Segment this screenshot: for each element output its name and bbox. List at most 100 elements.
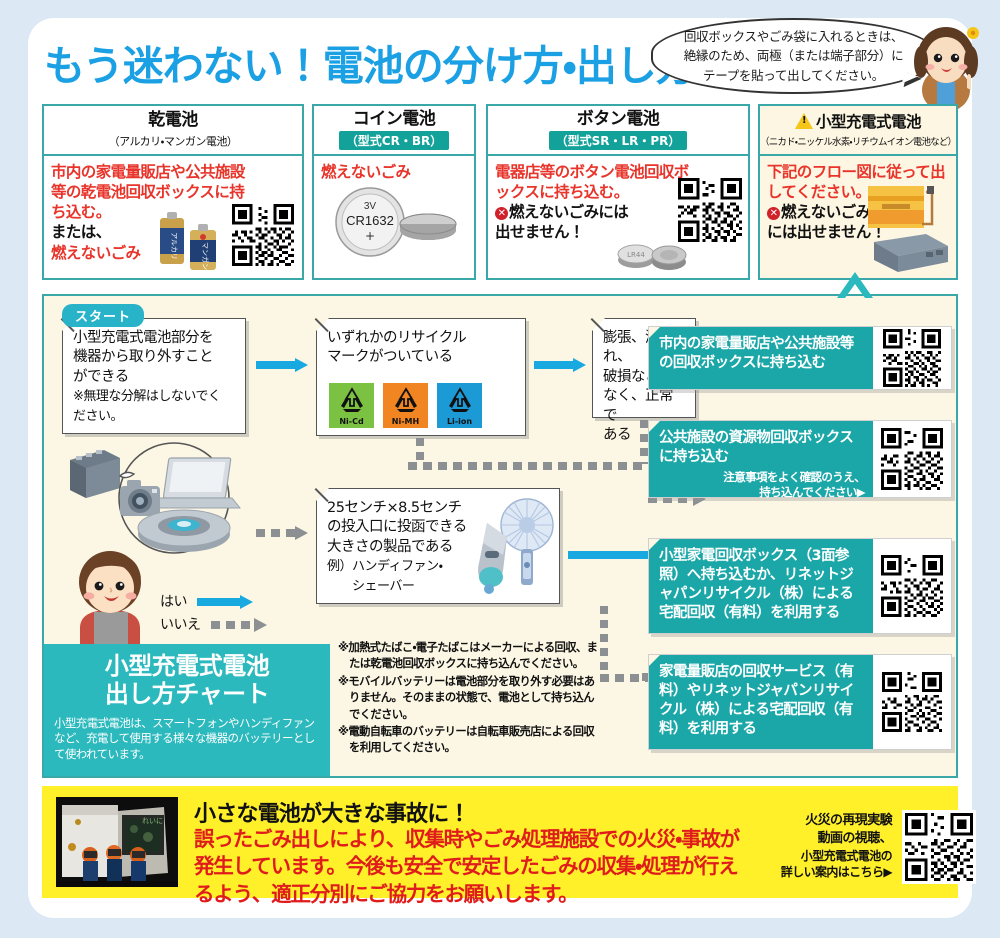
legend-no-label: いいえ: [160, 617, 201, 634]
card-button-battery-body: 電器店等のボタン電池回収ボックスに持ち込む。 ✕燃えないごみには 出せません！ …: [488, 156, 748, 280]
svg-text:+: +: [365, 229, 375, 243]
warning-qr-caption-line4: 詳しい案内はこちら▶: [780, 865, 893, 880]
legend-no-row: いいえ: [160, 615, 267, 635]
recycle-mark-li-ion: Li-ion: [437, 383, 482, 428]
card-button-battery-type-badge: （型式SR・LR・PR）: [548, 131, 688, 151]
rechargeable-battery-pack-icon: [868, 186, 948, 272]
svg-text:れいに: れいに: [142, 817, 163, 825]
start-badge: スタート: [62, 304, 145, 327]
girl-character-illustration: [914, 27, 979, 110]
card-coin-battery-title: コイン電池: [352, 108, 436, 129]
flow-note-3: ※電動自転車のバッテリーは自転車販売店による回収を利用してください。: [338, 724, 595, 755]
flow-notes: ※加熱式たばこ・電子たばこはメーカーによる回収、または乾電池回収ボックスに持ち込…: [338, 640, 600, 758]
dash-horizontal-size-to-result4: [600, 674, 652, 682]
warning-qr-code[interactable]: [905, 813, 973, 881]
flow-box-start-text: 小型充電式電池部分を機器から取り外すことができる ※無理な分解はしないでください…: [73, 330, 221, 424]
flow-note-2: ※モバイルバッテリーは電池部分を取り外す必要はありません。そのままの状態で、電池…: [338, 674, 595, 721]
card-rechargeable-battery: 小型充電式電池 （ニカド・ニッケル水素・リチウムイオン電池など） 下記のフロー図…: [758, 104, 958, 280]
flow-note-1: ※加熱式たばこ・電子たばこはメーカーによる回収、または乾電池回収ボックスに持ち込…: [338, 641, 598, 671]
card-dry-battery-head: 乾電池 （アルカリ・マンガン電池）: [44, 106, 302, 156]
x-mark-icon-2: ✕: [767, 207, 780, 221]
dry-cell-batteries-icon: アルカリ マンガン: [160, 212, 216, 270]
card-dry-battery-qr-code[interactable]: [232, 204, 294, 266]
top-notch-decoration: [0, 0, 470, 22]
dash-vertical-size-to-result4: [600, 606, 608, 678]
arrow-start-to-size: [256, 526, 308, 540]
card-button-battery-title: ボタン電池: [576, 108, 660, 129]
result-box-1-text: 市内の家電量販店や公共施設等の回収ボックスに持ち込む: [649, 327, 873, 389]
arrow-recycle-to-condition: [534, 358, 586, 372]
dash-vertical-condition: [640, 420, 648, 464]
dash-vertical-recycle: [416, 438, 424, 464]
result-box-3-text: 小型家電回収ボックス（3面参照）へ持ち込むか、リネットジャパンリサイクル（株）に…: [649, 539, 873, 633]
card-dry-battery-text: 市内の家電量販店や公共施設等の乾電池回収ボックスに持ち込む。または、燃えないごみ: [51, 163, 245, 262]
card-to-flow-connector-arrow: [837, 272, 873, 298]
card-dry-battery: 乾電池 （アルカリ・マンガン電池） 市内の家電量販店や公共施設等の乾電池回収ボッ…: [42, 104, 304, 280]
result-box-4[interactable]: 家電量販店の回収サービス（有料）やリネットジャパンリサイクル（株）による宅配回収…: [648, 654, 952, 750]
handy-fan-shaver-icon: [478, 498, 554, 594]
result-box-2-qr-code[interactable]: [881, 428, 943, 490]
warning-title: 小さな電池が大きな事故に！: [194, 802, 470, 827]
result-box-3[interactable]: 小型家電回収ボックス（3面参照）へ持ち込むか、リネットジャパンリサイクル（株）に…: [648, 538, 952, 634]
result-box-2-qr-wrap[interactable]: [873, 421, 951, 497]
card-coin-battery-head: コイン電池 （型式CR・BR）: [314, 106, 474, 156]
result-box-3-qr-code[interactable]: [881, 555, 943, 617]
warning-banner: れいに 小さな電池が大きな事故に！ 誤ったごみ出しにより、収集時やごみ処: [42, 786, 976, 906]
result-box-2-subtext: 注意事項をよく確認のうえ、持ち込んでください▶: [723, 470, 865, 500]
card-coin-battery-type-badge: （型式CR・BR）: [338, 131, 450, 151]
warning-qr-wrap[interactable]: [902, 810, 976, 884]
card-rechargeable-battery-subtitle: （ニカド・ニッケル水素・リチウムイオン電池など）: [760, 136, 957, 148]
legend-yes-arrow: [197, 595, 253, 610]
result-box-4-qr-wrap[interactable]: [873, 655, 951, 749]
recycle-mark-chips: Ni-Cd Ni-MH: [329, 383, 482, 428]
result-box-2-text: 公共施設の資源物回収ボックスに持ち込む 注意事項をよく確認のうえ、持ち込んでくだ…: [649, 421, 873, 500]
chart-title-block: 小型充電式電池 出し方チャート 小型充電式電池は、スマートフォンやハンディファン…: [44, 644, 330, 776]
warning-triangle-icon: [794, 113, 813, 130]
card-button-battery: ボタン電池 （型式SR・LR・PR） 電器店等のボタン電池回収ボックスに持ち込む…: [486, 104, 750, 280]
x-mark-icon: ✕: [495, 207, 508, 221]
card-dry-battery-title: 乾電池: [148, 110, 198, 131]
result-box-1-qr-wrap[interactable]: [873, 327, 951, 389]
flow-box-size-text: 25センチ×8.5センチの投入口に投函できる大きさの製品である 例）ハンディファ…: [327, 500, 467, 594]
speech-bubble-text: 回収ボックスやごみ袋に入れるときは、絶縁のため、両極（または端子部分）にテープを…: [683, 28, 904, 83]
fire-incident-photo: れいに: [56, 797, 178, 887]
speech-bubble: 回収ボックスやごみ袋に入れるときは、絶縁のため、両極（または端子部分）にテープを…: [651, 18, 936, 94]
legend-yes-row: はい: [160, 592, 267, 612]
devices-illustration: [70, 442, 242, 554]
card-rechargeable-battery-body: 下記のフロー図に従って出してください。 ✕燃えないごみ には出せません！: [760, 156, 956, 280]
flow-box-recycle-mark-text: いずれかのリサイクルマークがついている: [327, 330, 467, 366]
legend-yes-label: はい: [160, 594, 188, 610]
svg-text:3V: 3V: [364, 201, 377, 212]
svg-text:LR44: LR44: [627, 251, 645, 259]
card-coin-battery: コイン電池 （型式CR・BR） 燃えないごみ 3V CR1632 +: [312, 104, 476, 280]
recycle-mark-ni-mh: Ni-MH: [383, 383, 428, 428]
chart-description: 小型充電式電池は、スマートフォンやハンディファンなど、充電して使用する様々な機器…: [54, 715, 315, 762]
card-coin-battery-body: 燃えないごみ 3V CR1632 +: [314, 156, 474, 280]
recycle-mark-ni-mh-label: Ni-MH: [391, 417, 420, 426]
warning-qr-caption-line1: 火災の再現実験: [805, 813, 892, 828]
flow-box-recycle-mark: いずれかのリサイクルマークがついている Ni-Cd: [315, 317, 526, 436]
card-dry-battery-body: 市内の家電量販店や公共施設等の乾電池回収ボックスに持ち込む。または、燃えないごみ…: [44, 156, 302, 280]
result-box-1-qr-code[interactable]: [883, 329, 941, 387]
card-rechargeable-battery-head: 小型充電式電池 （ニカド・ニッケル水素・リチウムイオン電池など）: [760, 106, 957, 156]
page-title: もう迷わない！電池の分け方・出し方: [44, 42, 697, 90]
warning-qr-caption: 火災の再現実験 動画の視聴、 小型充電式電池の 詳しい案内はこちら▶: [762, 812, 893, 881]
result-box-2[interactable]: 公共施設の資源物回収ボックスに持ち込む 注意事項をよく確認のうえ、持ち込んでくだ…: [648, 420, 952, 500]
battery-category-cards: 乾電池 （アルカリ・マンガン電池） 市内の家電量販店や公共施設等の乾電池回収ボッ…: [42, 104, 958, 280]
warning-qr-caption-line2: 動画の視聴、: [817, 830, 893, 846]
svg-text:CR1632: CR1632: [346, 213, 394, 228]
speech-bubble-tail-fill: [901, 71, 919, 87]
result-box-4-qr-code[interactable]: [882, 672, 942, 732]
result-box-3-qr-wrap[interactable]: [873, 539, 951, 633]
legend-no-arrow: [210, 618, 267, 633]
chart-title: 小型充電式電池 出し方チャート: [104, 652, 270, 709]
recycle-mark-ni-cd-label: Ni-Cd: [339, 417, 364, 426]
flow-box-size: 25センチ×8.5センチの投入口に投函できる大きさの製品である 例）ハンディファ…: [315, 487, 560, 604]
card-coin-battery-text: 燃えないごみ: [321, 163, 411, 181]
card-rechargeable-battery-title: 小型充電式電池: [794, 113, 922, 130]
card-button-battery-qr-code[interactable]: [678, 178, 742, 242]
result-box-1[interactable]: 市内の家電量販店や公共施設等の回収ボックスに持ち込む: [648, 326, 952, 390]
button-cell-battery-icon: LR44: [617, 244, 687, 270]
recycle-mark-li-ion-label: Li-ion: [446, 417, 473, 426]
